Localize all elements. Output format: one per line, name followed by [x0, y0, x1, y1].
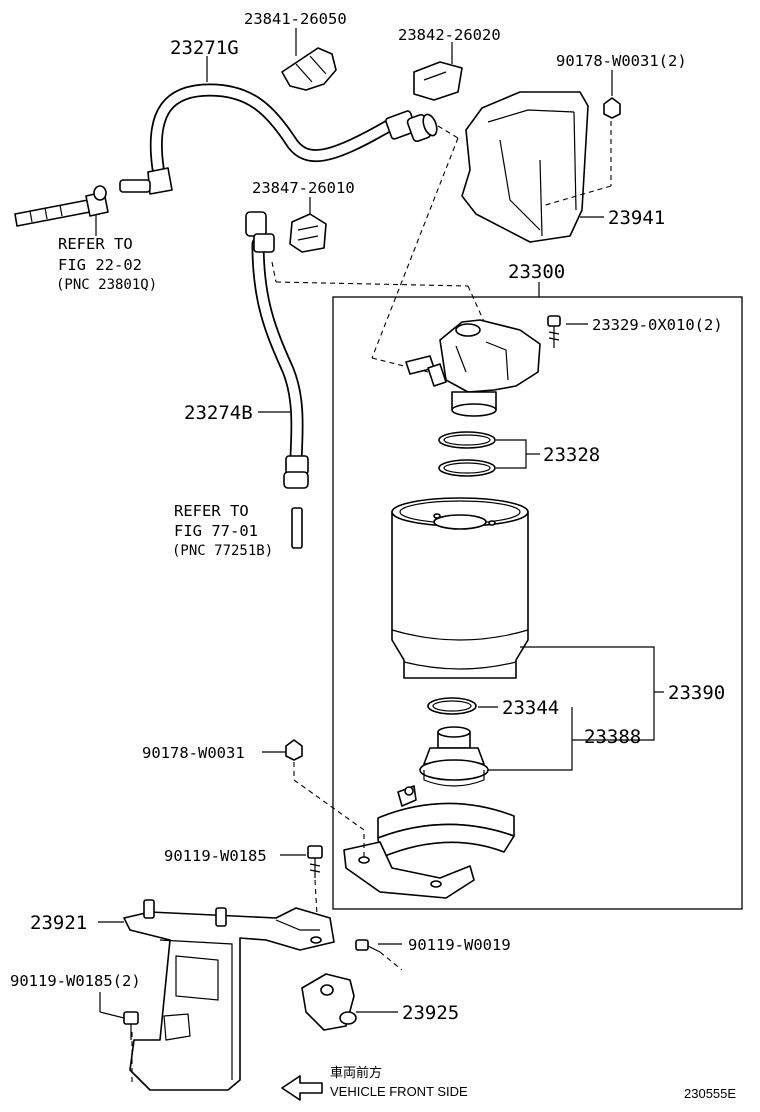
- label-90119-w0185: 90119-W0185: [164, 847, 267, 865]
- label-23921: 23921: [30, 912, 87, 934]
- figure-id: 230555E: [684, 1086, 736, 1101]
- bolt-90119-w0019[interactable]: [355, 939, 403, 971]
- label-23841-26050: 23841-26050: [244, 10, 347, 28]
- label-23847-26010: 23847-26010: [252, 179, 355, 197]
- label-23329-0x010-2: 23329-0X010(2): [592, 316, 723, 334]
- fuel-line-ref-77-01: [291, 507, 303, 549]
- label-23274b: 23274B: [184, 402, 253, 424]
- bolt-90119-w0185-2[interactable]: [99, 992, 139, 1040]
- ref-77-01-line2: FIG 77-01: [174, 522, 258, 540]
- label-90119-w0019: 90119-W0019: [408, 936, 511, 954]
- clamp-23842-26020[interactable]: [413, 42, 463, 101]
- fuel-line-ref-22-02: [14, 185, 109, 236]
- vehicle-front-arrow: [281, 1075, 323, 1101]
- filter-cover-23941[interactable]: [461, 70, 621, 243]
- bolt-90119-w0185[interactable]: [280, 845, 323, 933]
- label-90178-w0031: 90178-W0031: [142, 744, 245, 762]
- ref-22-02-line3: (PNC 23801Q): [56, 277, 157, 293]
- label-90178-w0031-2: 90178-W0031(2): [556, 52, 687, 70]
- sensor-23388[interactable]: [419, 707, 573, 787]
- label-23300: 23300: [508, 261, 565, 283]
- ref-22-02-line2: FIG 22-02: [58, 256, 142, 274]
- nut-90178[interactable]: [262, 739, 365, 858]
- label-23344: 23344: [502, 697, 559, 719]
- clamp-23847-26010[interactable]: [289, 197, 327, 253]
- sensor-23925[interactable]: [301, 973, 398, 1031]
- filter-element-23390[interactable]: [391, 497, 664, 741]
- ref-22-02-line1: REFER TO: [58, 235, 133, 253]
- connection-line-23271g: [437, 125, 459, 139]
- label-90119-w0185-2: 90119-W0185(2): [10, 972, 141, 990]
- screw-23329[interactable]: [547, 315, 588, 348]
- filter-bracket-band[interactable]: [343, 785, 515, 899]
- o-ring-23328[interactable]: [438, 431, 540, 477]
- direction-label-en: VEHICLE FRONT SIDE: [330, 1084, 468, 1099]
- filter-head-pump[interactable]: [405, 319, 541, 417]
- label-23271g: 23271G: [170, 37, 239, 59]
- label-23390: 23390: [668, 682, 725, 704]
- fuel-hose-23274b[interactable]: [245, 211, 487, 489]
- clamp-23841-26050[interactable]: [281, 28, 337, 91]
- o-ring-23344[interactable]: [427, 697, 498, 715]
- label-23388: 23388: [584, 726, 641, 748]
- ref-77-01-line3: (PNC 77251B): [172, 543, 273, 559]
- label-23328: 23328: [543, 444, 600, 466]
- label-23941: 23941: [608, 207, 665, 229]
- ref-77-01-line1: REFER TO: [174, 502, 249, 520]
- direction-label-jp: 車両前方: [330, 1065, 382, 1080]
- label-23842-26020: 23842-26020: [398, 26, 501, 44]
- fuel-hose-23271g[interactable]: [119, 56, 439, 195]
- label-23925: 23925: [402, 1002, 459, 1024]
- bracket-23921[interactable]: [98, 899, 335, 1091]
- filter-assembly-frame: [332, 296, 743, 910]
